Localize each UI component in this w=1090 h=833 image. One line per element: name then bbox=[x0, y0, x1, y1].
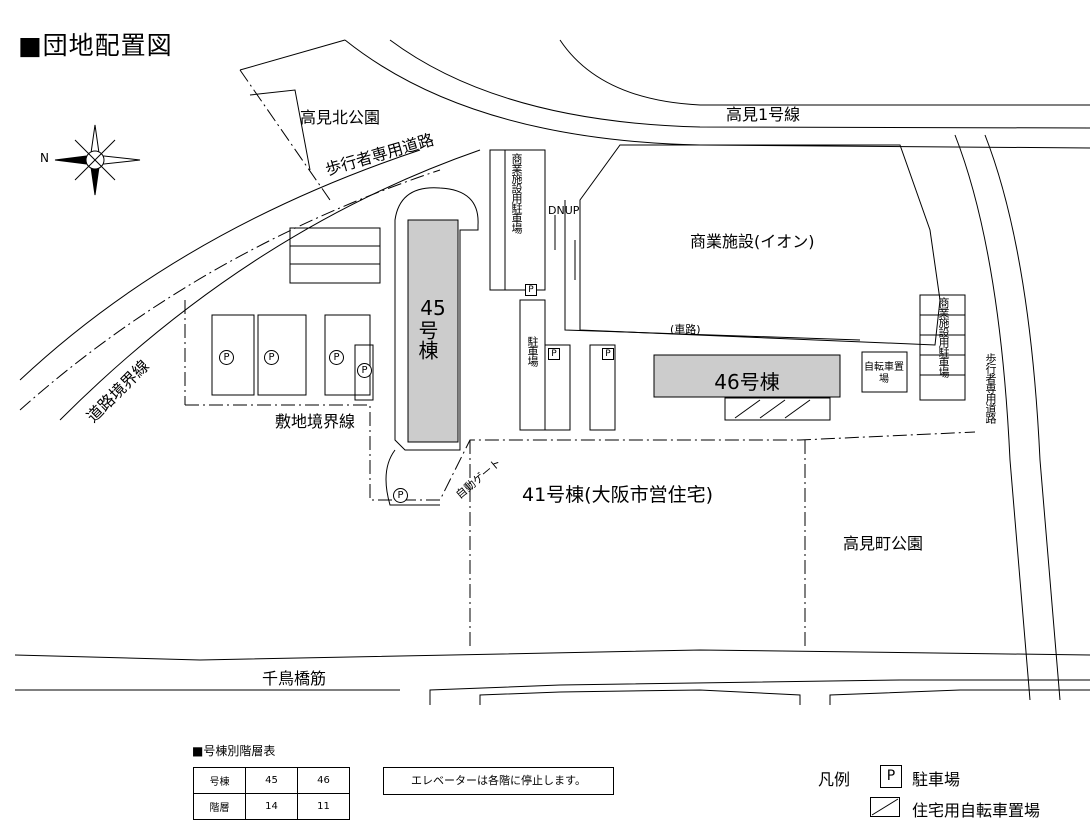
floor-table: 号棟 45 46 階層 14 11 bbox=[193, 767, 350, 820]
bicycle-legend-icon bbox=[870, 797, 900, 817]
table-row: 階層 14 11 bbox=[193, 793, 350, 820]
parking-symbol: P bbox=[219, 350, 234, 365]
bicycle-parking-label: 自転車置場 bbox=[864, 362, 904, 385]
legend-title: 凡例 bbox=[818, 770, 851, 789]
parking-symbol: P bbox=[602, 348, 614, 360]
building-46-footprint bbox=[653, 354, 841, 398]
compass-icon bbox=[54, 124, 141, 196]
building-45-footprint bbox=[407, 219, 459, 443]
building-41-label: 41号棟(大阪市営住宅) bbox=[522, 484, 714, 506]
parking-vertical-label: 駐車場 bbox=[526, 336, 539, 366]
compass-n-label: N bbox=[40, 151, 49, 165]
map-title: ■団地配置図 bbox=[18, 31, 173, 60]
table-cell: 号棟 bbox=[193, 767, 246, 794]
parking-symbol: P bbox=[548, 348, 560, 360]
parking-symbol: P bbox=[264, 350, 279, 365]
table-cell: 45 bbox=[245, 767, 298, 794]
table-cell: 階層 bbox=[193, 793, 246, 820]
parking-symbol: P bbox=[393, 488, 408, 503]
takami-north-park-label: 高見北公園 bbox=[300, 108, 381, 127]
parking-symbol: P bbox=[329, 350, 344, 365]
legend-bicycle-label: 住宅用自転車置場 bbox=[912, 801, 1041, 820]
commercial-parking-right-label: 商業施設用駐車場 bbox=[937, 297, 950, 377]
floor-table-title: ■号棟別階層表 bbox=[192, 744, 276, 758]
table-row: 号棟 45 46 bbox=[193, 767, 350, 794]
table-cell: 14 bbox=[245, 793, 298, 820]
elevator-notice: エレベーターは各階に停止します。 bbox=[383, 767, 614, 795]
dnup-label: DNUP bbox=[548, 204, 580, 217]
building-45-number: 45 bbox=[420, 296, 446, 320]
commercial-parking-label: 商業施設用駐車場 bbox=[510, 153, 523, 233]
legend-parking-label: 駐車場 bbox=[912, 770, 961, 789]
building-46-label: 46号棟 bbox=[714, 370, 780, 394]
site-boundary-label: 敷地境界線 bbox=[275, 412, 356, 431]
chidoribashi-label: 千鳥橋筋 bbox=[262, 669, 327, 688]
building-45-suffix: 号棟 bbox=[415, 320, 439, 360]
vehicle-road-label: (車路) bbox=[670, 323, 701, 336]
takami-town-park-label: 高見町公園 bbox=[843, 534, 924, 553]
commercial-facility-label: 商業施設(イオン) bbox=[690, 232, 815, 251]
parking-symbol: P bbox=[525, 284, 537, 296]
table-cell: 46 bbox=[297, 767, 350, 794]
takami-route1-label: 高見1号線 bbox=[726, 105, 801, 124]
table-cell: 11 bbox=[297, 793, 350, 820]
parking-symbol: P bbox=[357, 363, 372, 378]
pedestrian-road-right-label: 歩行者専用道路 bbox=[984, 353, 997, 423]
legend-parking-symbol: P bbox=[880, 765, 902, 788]
